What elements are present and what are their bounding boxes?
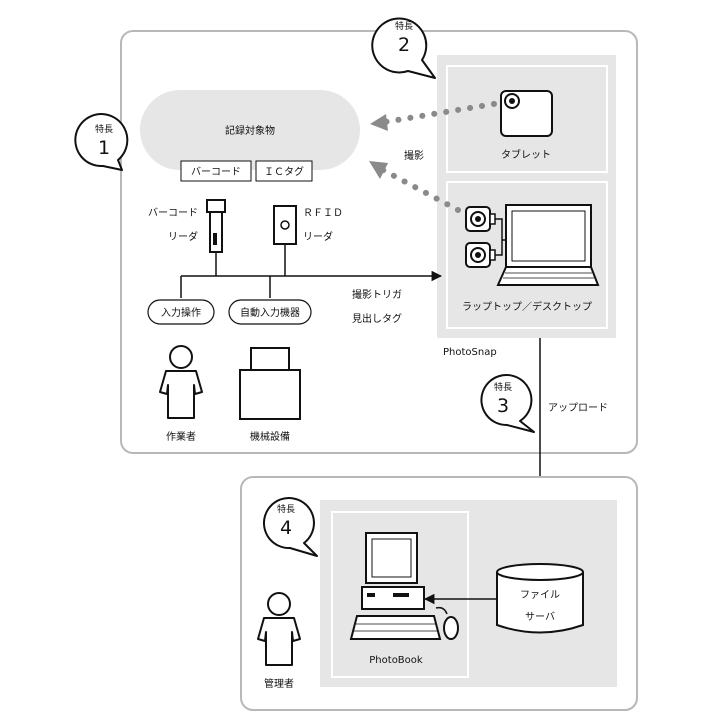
manager-label: 管理者 [264,677,294,690]
file-server-icon [496,563,584,634]
barcode-reader-icon [206,199,226,253]
worker-icon [159,345,203,419]
record-target [140,90,360,170]
machine-label: 機械設備 [250,430,290,443]
rfid-reader-label-1: ＲＦＩＤ [303,208,343,219]
photobook-label: PhotoBook [369,655,423,666]
camera-icon-1 [465,206,496,232]
record-target-title: 記録対象物 [225,124,275,137]
machine-icon [239,347,301,420]
barcode-reader-label-1: バーコード [148,207,198,219]
tablet-icon [500,90,553,137]
svg-text:特長: 特長 [494,381,512,393]
auto-input-box [228,299,312,325]
barcode-tag-label: バーコード [191,166,241,178]
tablet-label: タブレット [501,148,551,161]
laptop-label: ラップトップ／デスクトップ [462,300,592,313]
feature-callout-4: 特長 4 [262,497,318,557]
laptop-icon [496,204,600,286]
svg-text:特長: 特長 [277,503,295,515]
upload-label: アップロード [548,402,608,414]
photosnap-label: PhotoSnap [443,347,497,358]
barcode-tag-box [180,160,252,182]
svg-text:1: 1 [98,137,110,159]
desktop-pc-icon [349,532,459,640]
file-server-label-1: ファイル [520,590,560,601]
shoot-arrow-laptop [380,167,461,213]
feature-callout-2: 特長 2 [371,17,436,79]
svg-text:2: 2 [398,34,410,56]
feature-callout-3: 特長 3 [480,374,535,433]
worker-label: 作業者 [166,430,196,443]
tablet-box [446,65,608,173]
trigger-label-2: 見出しタグ [352,312,402,325]
file-server-label-2: サーバ [525,611,555,623]
manual-input-label: 入力操作 [161,306,201,319]
ic-tag-box [255,160,313,182]
manager-icon [257,592,301,666]
manual-input-box [147,299,215,325]
svg-text:3: 3 [497,395,509,417]
trigger-label-1: 撮影トリガ [352,288,402,301]
svg-text:特長: 特長 [95,123,113,135]
rfid-reader-icon [273,205,297,245]
ic-tag-label: ＩＣタグ [264,165,304,178]
barcode-reader-label-2: リーダ [168,230,198,243]
camera-cable [495,218,503,256]
svg-text:4: 4 [280,517,292,539]
svg-text:特長: 特長 [395,20,413,32]
camera-icon-2 [465,242,496,268]
rfid-reader-label-2: リーダ [303,230,333,243]
feature-callout-1: 特長 1 [74,113,129,171]
auto-input-label: 自動入力機器 [240,306,300,319]
shoot-label: 撮影 [404,149,424,162]
